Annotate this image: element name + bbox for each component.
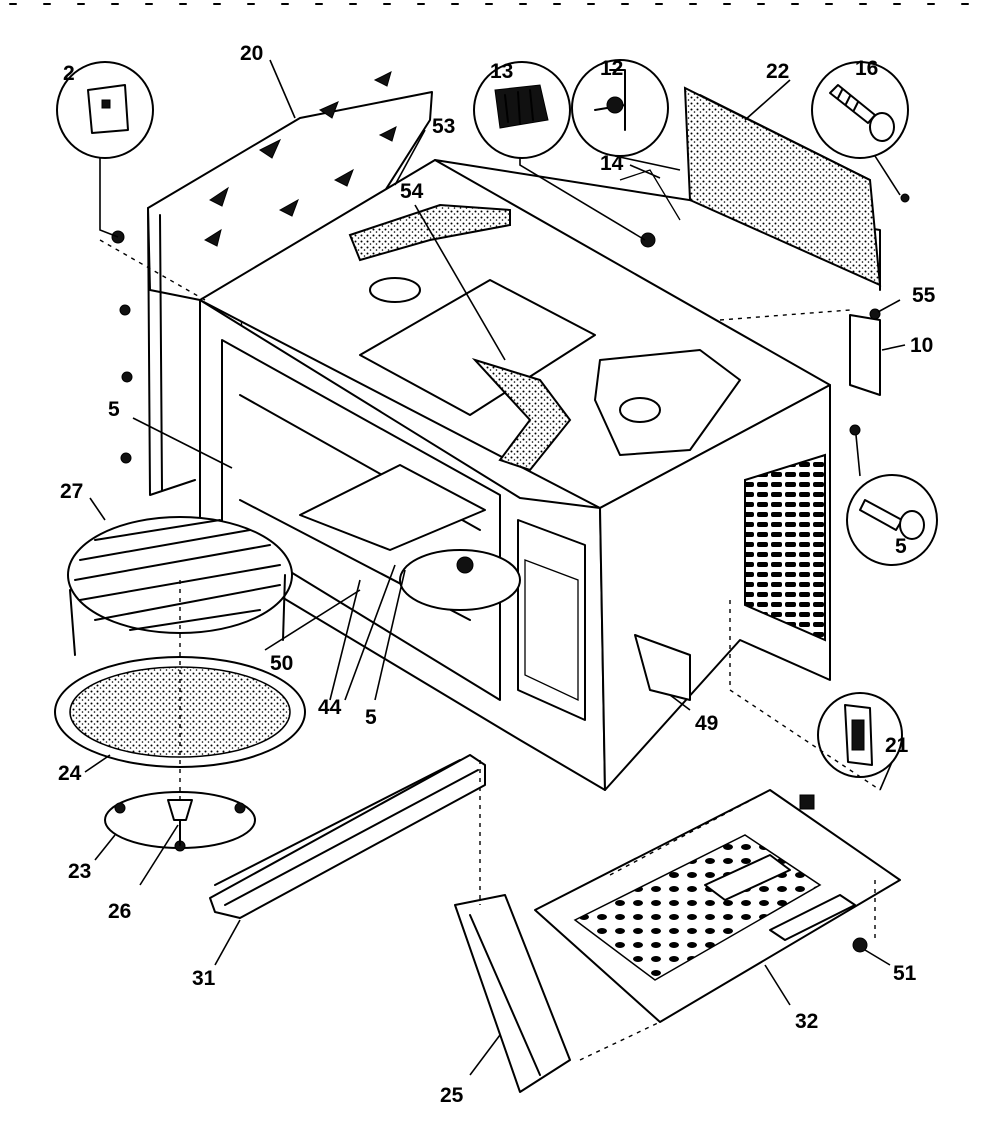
label-26: 26 [108,900,131,923]
small-parts [111,169,910,953]
label-53: 53 [432,115,455,138]
knob-small [640,232,656,248]
label-32: 32 [795,1010,818,1033]
label-51: 51 [893,962,917,985]
waveguide-duct [348,203,572,472]
label-13: 13 [490,60,513,83]
label-21: 21 [885,734,909,757]
wire-14 [619,169,681,221]
detail-callouts [56,59,938,778]
label-2: 2 [63,62,75,85]
label-24: 24 [58,762,82,785]
label-5-left: 5 [108,398,120,421]
label-23: 23 [68,860,91,883]
bottom-bracket [454,894,571,1093]
bracket-49 [634,634,691,701]
front-rail [209,754,486,919]
label-31: 31 [192,967,216,990]
label-plate-10 [849,314,881,396]
base-plate [534,789,901,1023]
label-12: 12 [600,57,623,80]
label-22: 22 [766,60,789,83]
label-14: 14 [600,152,624,175]
label-16: 16 [855,57,878,80]
turntable-coupler [167,799,193,846]
label-44: 44 [318,696,342,719]
label-54: 54 [400,180,424,203]
label-10: 10 [910,334,933,357]
label-50: 50 [270,652,293,675]
leader-lines [84,59,906,1076]
label-20: 20 [240,42,263,65]
part-labels: 2 20 53 13 12 22 16 14 54 55 10 5 5 27 5… [58,42,936,1107]
label-5-center: 5 [365,706,377,729]
clip-21-small [799,794,815,810]
glass-turntable [54,656,306,768]
label-49: 49 [695,712,718,735]
label-5-right: 5 [895,535,907,558]
cavity-floor [299,464,521,611]
foot-51 [852,937,868,953]
label-25: 25 [440,1084,464,1107]
back-panel [683,86,882,287]
label-55: 55 [912,284,936,307]
label-27: 27 [60,480,83,503]
